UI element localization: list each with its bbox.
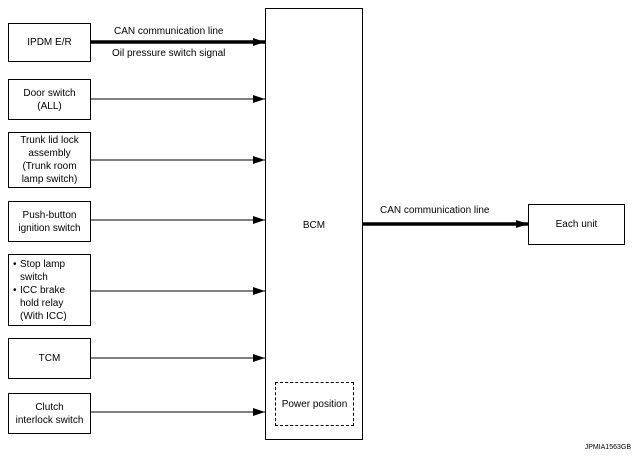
trunk-lid-box: Trunk lid lock assembly (Trunk room lamp… (8, 132, 91, 188)
stop-label-2: switch (20, 271, 48, 283)
push-label-2: ignition switch (18, 222, 81, 234)
ipdm-box: IPDM E/R (8, 23, 91, 62)
trunk-label-4: lamp switch) (21, 174, 78, 185)
icc-label-1: ICC brake (20, 284, 66, 296)
power-position-label: Power position (281, 398, 348, 410)
clutch-label-2: interlock switch (15, 414, 84, 426)
trunk-label-2: assembly (28, 148, 71, 159)
icc-label-3: (With ICC) (20, 310, 67, 322)
can-line-right-label: CAN communication line (380, 205, 490, 216)
bullet-icon: • (13, 284, 17, 296)
bcm-label: BCM (302, 220, 326, 231)
oil-signal-label: Oil pressure switch signal (112, 48, 226, 59)
tcm-box: TCM (8, 338, 91, 379)
trunk-label-3: (Trunk room (22, 161, 77, 172)
trunk-label-1: Trunk lid lock (20, 135, 79, 146)
bullet-item: • ICC brake hold relay (With ICC) (13, 284, 67, 323)
each-unit-box: Each unit (528, 204, 625, 245)
figure-id: JPMIA1563GB (584, 444, 631, 451)
clutch-label-1: Clutch (35, 401, 64, 413)
door-switch-box: Door switch (ALL) (8, 79, 91, 120)
push-button-box: Push-button ignition switch (8, 201, 91, 242)
door-switch-label-2: (ALL) (37, 100, 62, 112)
door-switch-label-1: Door switch (23, 87, 76, 99)
tcm-label: TCM (38, 353, 61, 364)
clutch-interlock-box: Clutch interlock switch (8, 393, 91, 434)
bullet-item: • Stop lamp switch (13, 258, 65, 284)
each-unit-label: Each unit (555, 219, 598, 230)
bcm-box: BCM (265, 8, 363, 440)
stop-label-1: Stop lamp (20, 258, 66, 270)
ipdm-label: IPDM E/R (27, 37, 72, 48)
bullet-icon: • (13, 258, 17, 270)
push-label-1: Push-button (22, 209, 77, 221)
can-line-top-label: CAN communication line (114, 26, 224, 37)
stop-lamp-box: • Stop lamp switch • ICC brake hold rela… (8, 254, 91, 326)
icc-label-2: hold relay (20, 297, 64, 309)
power-position-box: Power position (275, 382, 354, 426)
